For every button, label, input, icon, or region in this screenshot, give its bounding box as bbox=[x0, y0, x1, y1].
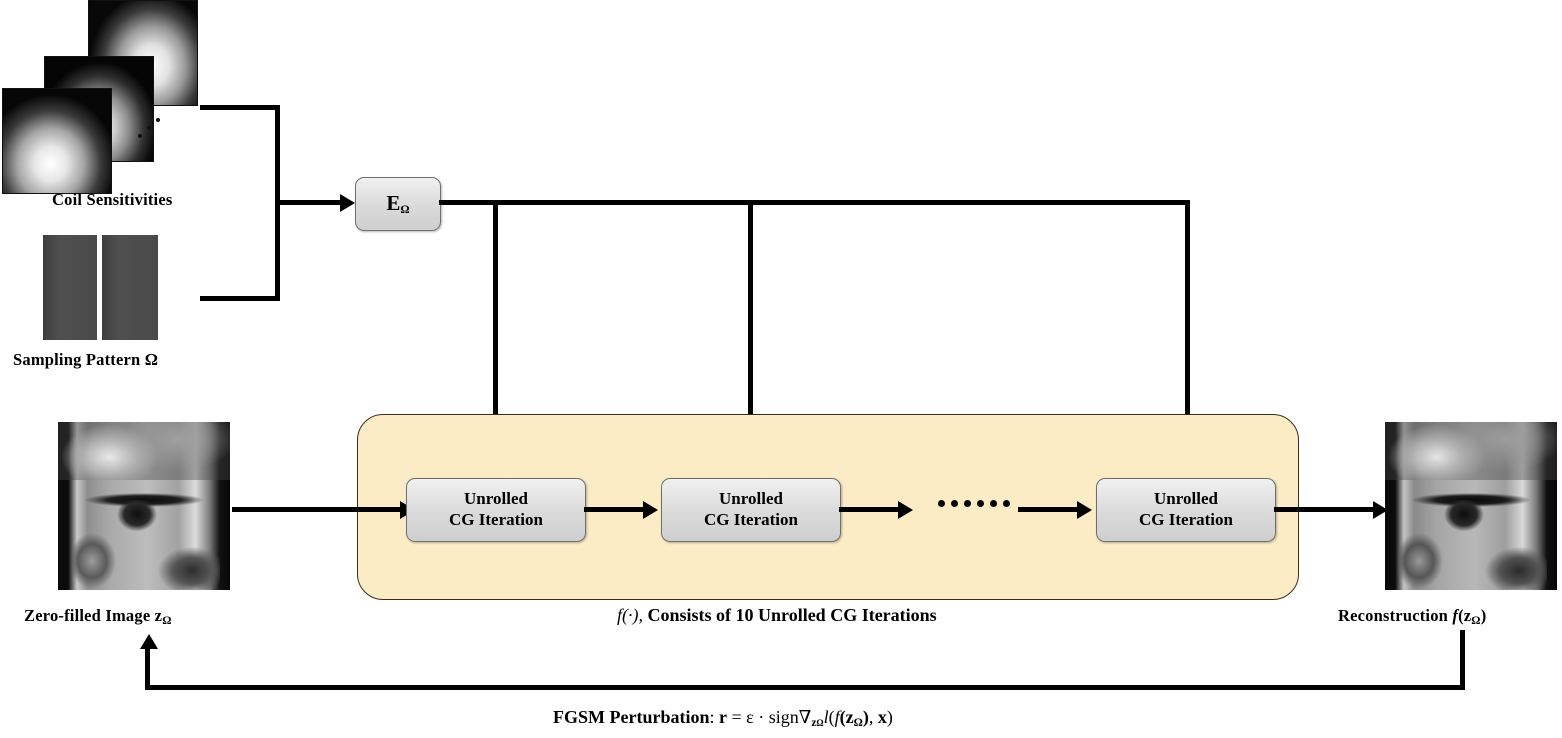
reconstruction-image-label: Reconstruction f(zΩ) bbox=[1338, 606, 1487, 627]
encoding-operator-box[interactable]: EΩ bbox=[355, 177, 441, 231]
ellipsis-to-block3-arrow bbox=[1077, 500, 1092, 519]
pipeline-caption-fn: f(·), bbox=[617, 605, 643, 625]
fgsm-grad-sub-omega: Ω bbox=[816, 718, 824, 728]
coil-sensitivity-image-1 bbox=[2, 88, 112, 194]
merge-to-operator-line bbox=[275, 200, 341, 205]
reconstruction-image bbox=[1385, 422, 1557, 590]
feedback-right-vertical bbox=[1460, 630, 1465, 690]
unrolled-cg-block-2[interactable]: Unrolled CG Iteration bbox=[661, 478, 841, 542]
fgsm-colon: : bbox=[709, 707, 719, 727]
unrolled-cg-block-2-line2: CG Iteration bbox=[704, 510, 798, 529]
fgsm-z-close: ) bbox=[862, 707, 869, 727]
sampling-pattern-image bbox=[43, 235, 158, 340]
ellipsis-to-block3-line bbox=[1018, 507, 1080, 512]
fgsm-label: FGSM Perturbation bbox=[553, 707, 710, 727]
pipeline-caption: f(·), Consists of 10 Unrolled CG Iterati… bbox=[617, 605, 937, 626]
sampling-bus-horizontal bbox=[200, 296, 280, 301]
block2-to-ellipsis-arrow bbox=[898, 500, 913, 519]
input-to-pipeline-line bbox=[232, 507, 404, 512]
fgsm-formula: FGSM Perturbation: r = ε · sign∇zΩl(f(zΩ… bbox=[553, 707, 893, 729]
unrolled-cg-block-1[interactable]: Unrolled CG Iteration bbox=[406, 478, 586, 542]
horizontal-dots-icon bbox=[938, 500, 1010, 507]
fgsm-equals: = bbox=[727, 707, 747, 727]
zero-filled-image bbox=[58, 422, 230, 590]
operator-drop-1 bbox=[493, 200, 498, 458]
unrolled-cg-block-2-line1: Unrolled bbox=[719, 489, 783, 509]
operator-drop-2 bbox=[748, 200, 753, 458]
block1-to-block2-line bbox=[584, 507, 646, 512]
zero-filled-image-label: Zero-filled Image zΩ bbox=[24, 606, 172, 627]
unrolled-cg-block-3-line2: CG Iteration bbox=[1139, 510, 1233, 529]
fgsm-sign: sign bbox=[768, 707, 799, 727]
coil-bus-horizontal bbox=[200, 105, 280, 110]
fgsm-dot: · bbox=[753, 707, 769, 727]
fgsm-var-r: r bbox=[719, 707, 727, 727]
unrolled-cg-block-3-line1: Unrolled bbox=[1154, 489, 1218, 509]
fgsm-comma: , bbox=[868, 707, 878, 727]
fgsm-z-open: (z bbox=[839, 707, 854, 727]
pipeline-caption-text: Consists of 10 Unrolled CG Iterations bbox=[647, 605, 937, 625]
block1-to-block2-arrow bbox=[643, 500, 658, 519]
block2-to-ellipsis-line bbox=[839, 507, 901, 512]
fgsm-loss-f: f bbox=[834, 707, 840, 727]
feedback-arrow bbox=[140, 634, 158, 649]
feedback-left-vertical bbox=[145, 648, 150, 688]
diagonal-dots-icon bbox=[138, 112, 172, 142]
sampling-bar-right bbox=[102, 235, 158, 340]
sampling-bar-left bbox=[43, 235, 97, 340]
sampling-pattern-label: Sampling Pattern Ω bbox=[13, 350, 159, 369]
fgsm-loss: l bbox=[823, 707, 829, 727]
fgsm-nabla: ∇ bbox=[798, 707, 812, 727]
encoding-operator-label: EΩ bbox=[386, 190, 410, 216]
feedback-horizontal bbox=[145, 685, 1465, 690]
fgsm-close: ) bbox=[886, 707, 893, 727]
coil-sensitivities-label: Coil Sensitivities bbox=[52, 190, 173, 209]
fgsm-x: x bbox=[877, 707, 887, 727]
pipeline-to-output-line bbox=[1274, 507, 1378, 512]
fgsm-z-sub: Ω bbox=[853, 717, 863, 729]
operator-bus-horizontal bbox=[439, 200, 1190, 205]
unrolled-cg-block-3[interactable]: Unrolled CG Iteration bbox=[1096, 478, 1276, 542]
fgsm-grad-sub-base: z bbox=[811, 717, 817, 729]
unrolled-cg-block-1-line2: CG Iteration bbox=[449, 510, 543, 529]
unrolled-cg-block-1-line1: Unrolled bbox=[464, 489, 528, 509]
operator-drop-3 bbox=[1185, 200, 1190, 458]
merge-to-operator-arrow bbox=[340, 193, 355, 212]
fgsm-epsilon: ε bbox=[746, 707, 754, 727]
fgsm-open: ( bbox=[828, 707, 835, 727]
pipeline-to-output-arrow bbox=[1373, 500, 1388, 519]
